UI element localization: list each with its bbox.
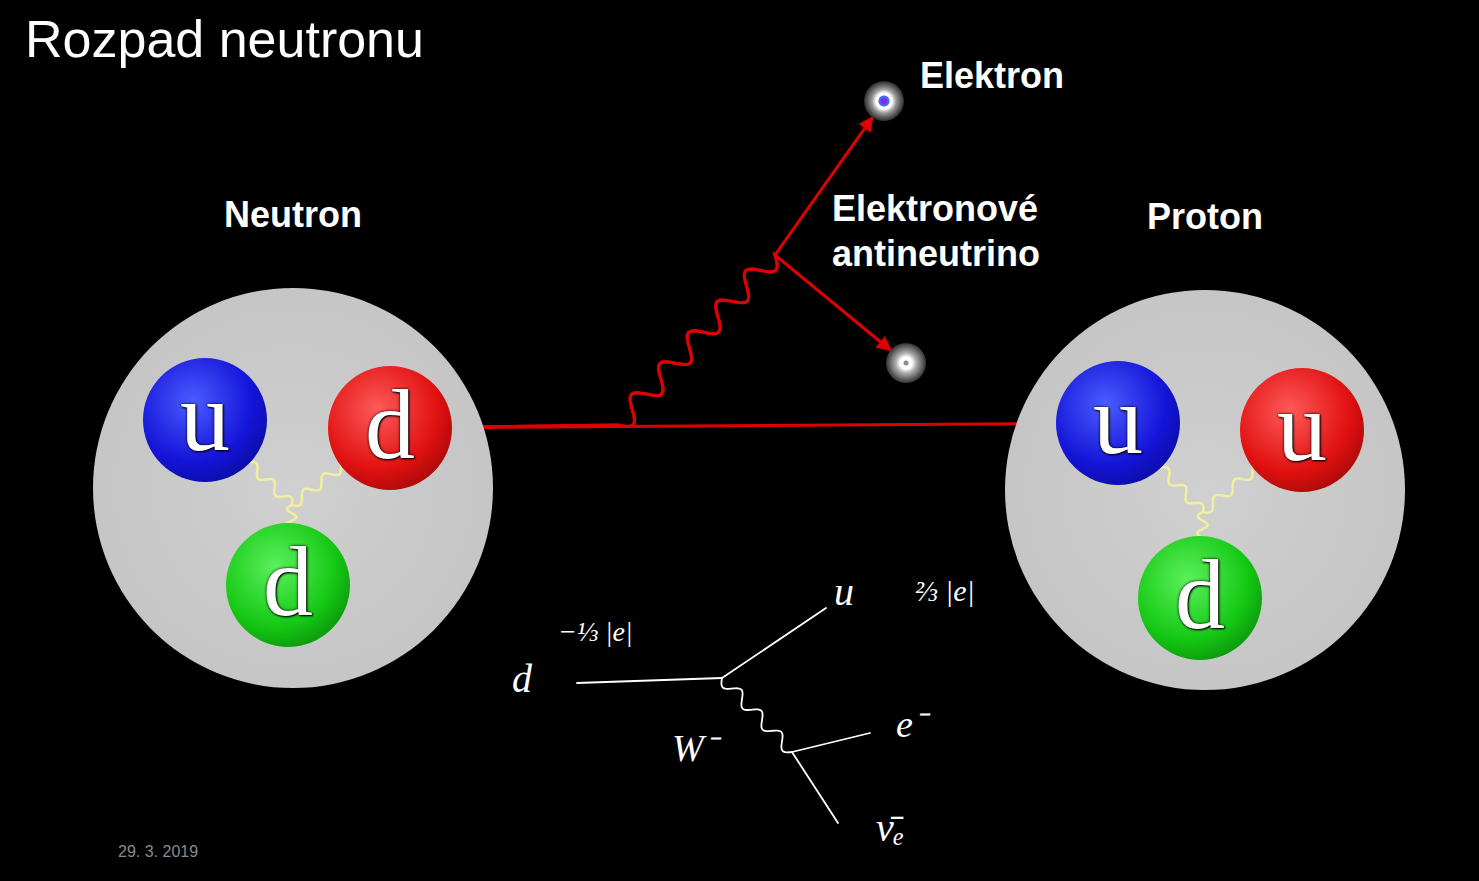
date-footer: 29. 3. 2019 (118, 843, 198, 861)
lepton-line (792, 733, 870, 752)
feynman-label: u (834, 568, 854, 615)
particle-name: Elektron (920, 54, 1064, 98)
decay-arrow (452, 255, 891, 427)
quark-letter: u (1093, 370, 1143, 470)
particle-name: Proton (1005, 195, 1405, 239)
feynman-label: W⁻ (672, 720, 717, 772)
quark-letter: u (180, 367, 230, 467)
lepton-line (792, 752, 838, 823)
feynman-label: d (512, 655, 532, 702)
nucleon-circle: Neutronudd (93, 288, 493, 688)
nucleon-circle: Protonuud (1005, 290, 1405, 690)
feynman-label: e⁻ (896, 696, 926, 748)
quark-letter: u (1277, 377, 1327, 477)
w-boson-line (721, 678, 792, 752)
quark-letter: d (1175, 545, 1225, 645)
feynman-label: −⅓ |e| (558, 616, 633, 648)
quark-line (577, 678, 722, 683)
quark-circle: d (226, 523, 350, 647)
quark-circle: d (328, 366, 452, 490)
quark-line (722, 608, 826, 678)
particle-dot: Elektronové antineutrino (886, 343, 926, 383)
particle-dot: Elektron (864, 81, 904, 121)
feynman-label: ν̄ₑ (876, 804, 904, 851)
quark-circle: u (1056, 361, 1180, 485)
quark-letter: d (263, 532, 313, 632)
quark-letter: d (365, 375, 415, 475)
particle-name: Elektronové antineutrino (832, 186, 1092, 276)
quark-circle: u (143, 358, 267, 482)
quark-circle: d (1138, 536, 1262, 660)
quark-circle: u (1240, 368, 1364, 492)
feynman-label: ⅔ |e| (915, 574, 975, 608)
particle-name: Neutron (93, 193, 493, 237)
slide-title: Rozpad neutronu (25, 8, 424, 70)
